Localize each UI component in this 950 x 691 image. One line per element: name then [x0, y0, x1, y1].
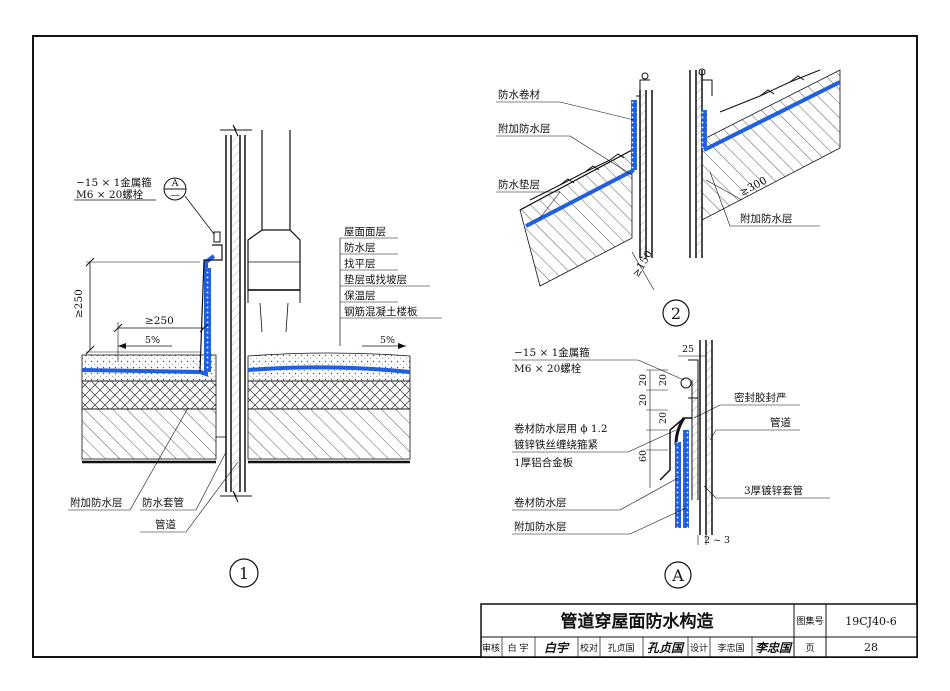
- review-label: 审核: [482, 642, 500, 654]
- layer-label-2: 防水层: [344, 241, 376, 254]
- slope-right: 5%: [380, 335, 395, 346]
- layer-label-1: 屋面面层: [344, 226, 386, 238]
- label-underlay-2: 防水垫层: [498, 178, 540, 191]
- callout-band-a: −15 × 1金属箍: [514, 346, 590, 359]
- reviewer-signature: 白宇: [544, 641, 570, 655]
- title-block: 管道穿屋面防水构造 图集号 19CJ40-6 页 28 审核 白 宇 白宇 校对…: [480, 603, 918, 658]
- label-additional-right-2: 附加防水层: [740, 212, 793, 225]
- checker-signature: 孔贞国: [647, 641, 685, 655]
- dim-height: ≥250: [73, 289, 85, 318]
- dim-60: 60: [638, 450, 649, 462]
- section-ref-bottom: —: [170, 190, 180, 201]
- dim-left-2: ≥150: [630, 249, 655, 280]
- detail-number-2: 2: [671, 304, 681, 323]
- reviewer-name: 白 宇: [508, 642, 529, 654]
- dim-20b: 20: [658, 374, 669, 386]
- layer-label-3: 找平层: [344, 257, 376, 270]
- dim-20a: 20: [638, 374, 649, 386]
- label-plate: 1厚铝合金板: [514, 456, 574, 469]
- detail-letter-a: A: [671, 566, 684, 585]
- label-additional-2: 附加防水层: [498, 122, 551, 135]
- atlas-label: 图集号: [796, 615, 823, 627]
- dim-width: ≥250: [145, 315, 174, 327]
- label-sleeve-1: 防水套管: [142, 496, 184, 509]
- callout-bolt-a: M6 × 20螺栓: [514, 362, 582, 375]
- drawing-frame: [32, 35, 918, 658]
- label-additional-layer-1: 附加防水层: [70, 496, 123, 509]
- label-wire-2: 镀锌铁丝缠绕箍紧: [514, 438, 598, 451]
- label-membrane-a: 卷材防水层: [514, 496, 567, 509]
- checker-name: 孔贞国: [607, 642, 634, 654]
- label-sealant: 密封胶封严: [734, 391, 787, 404]
- label-membrane-2: 防水卷材: [498, 88, 540, 101]
- label-pipe-1: 管道: [155, 518, 176, 531]
- page-label: 页: [805, 643, 814, 654]
- layer-label-4: 垫层或找坡层: [344, 273, 407, 286]
- detail-number-1: 1: [239, 564, 249, 583]
- callout-band-1: −15 × 1金属箍: [76, 176, 152, 189]
- detail-1: A — −15 × 1金属箍 M6 × 20螺栓 ≥250 ≥250 5% 5%…: [68, 124, 442, 588]
- page-number: 28: [864, 641, 878, 654]
- drawing-title: 管道穿屋面防水构造: [561, 611, 715, 632]
- layer-label-6: 钢筋混凝土楼板: [344, 305, 418, 318]
- designer-signature: 李忠国: [755, 641, 793, 655]
- detail-2: 防水卷材 附加防水层 防水垫层 附加防水层 ≥150 ≥300 2: [496, 68, 841, 327]
- check-label: 校对: [580, 642, 598, 654]
- label-sleeve-a: 3厚镀锌套管: [744, 484, 803, 497]
- layer-label-5: 保温层: [344, 289, 376, 302]
- slope-left: 5%: [145, 335, 160, 346]
- label-additional-a: 附加防水层: [514, 520, 567, 533]
- detail-a: 25 20 20 20 20 60 2 ~ 3 −15 × 1金属箍 M6 × …: [512, 340, 830, 589]
- label-pipe-a: 管道: [770, 416, 791, 429]
- atlas-number: 19CJ40-6: [845, 615, 897, 628]
- design-label: 设计: [690, 642, 708, 654]
- designer-name: 李忠国: [717, 642, 744, 654]
- label-wire-1: 卷材防水层用 ϕ 1.2: [514, 422, 608, 435]
- callout-bolt-1: M6 × 20螺栓: [76, 188, 144, 201]
- dim-20d: 20: [658, 412, 669, 424]
- dim-25: 25: [682, 344, 694, 355]
- dim-20c: 20: [638, 394, 649, 406]
- section-ref-top: A: [171, 178, 179, 189]
- dim-gap: 2 ~ 3: [704, 535, 730, 546]
